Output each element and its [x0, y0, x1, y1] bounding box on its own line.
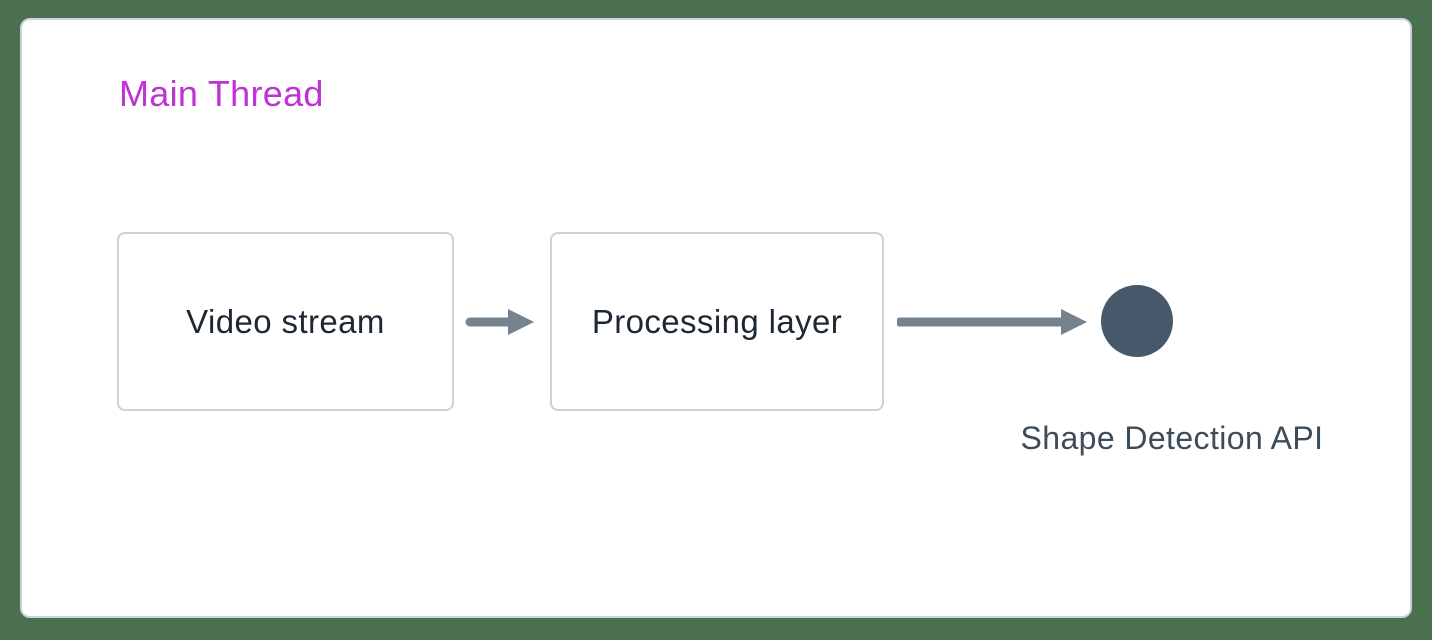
main-thread-title: Main Thread [119, 73, 324, 114]
arrow-right-icon [897, 309, 1087, 335]
node-processing-layer-label: Processing layer [591, 302, 843, 340]
arrow-right-icon [465, 309, 534, 335]
node-video-stream: Video stream [117, 232, 454, 411]
node-processing-layer: Processing layer [550, 232, 884, 411]
shape-detection-api-circle-icon [1101, 285, 1173, 357]
node-video-stream-label: Video stream [186, 302, 385, 340]
shape-detection-api-label: Shape Detection API [1020, 420, 1324, 456]
main-thread-panel: Main Thread Video stream Processing laye… [20, 18, 1412, 618]
